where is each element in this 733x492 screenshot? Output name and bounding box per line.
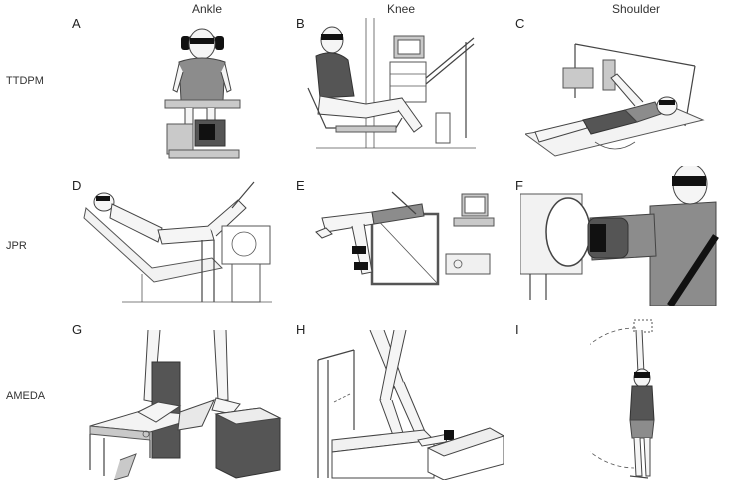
panel-label-g: G [72,322,83,337]
panel-label-b: B [296,16,305,31]
panel-label-d: D [72,178,82,193]
column-header-ankle: Ankle [192,2,223,16]
blindfold-icon [659,100,675,105]
row-header-ttdpm: TTDPM [6,75,44,87]
panel-i-shoulder-ameda-illustration [590,316,680,486]
blindfold-icon [634,372,650,378]
panel-label-a: A [72,16,81,31]
column-header-shoulder: Shoulder [612,2,661,16]
row-header-jpr: JPR [6,240,27,252]
row-header-ameda: AMEDA [6,390,46,402]
blindfold-icon [190,38,214,44]
panel-g-ankle-ameda-illustration [84,330,284,480]
panel-b-knee-ttdpm-illustration [306,18,496,158]
blindfold-icon [321,34,343,40]
panel-label-h: H [296,322,306,337]
column-header-knee: Knee [387,2,416,16]
blindfold-icon [96,196,110,201]
panel-label-e: E [296,178,305,193]
blindfold-icon [672,176,706,186]
panel-label-f: F [515,178,523,193]
panel-label-c: C [515,16,525,31]
panel-f-shoulder-jpr-illustration [520,166,720,306]
panel-a-ankle-ttdpm-illustration [155,20,250,160]
panel-d-ankle-jpr-illustration [82,178,282,306]
panel-c-shoulder-ttdpm-illustration [525,38,705,163]
panel-e-knee-jpr-illustration [312,184,502,296]
panel-h-knee-ameda-illustration [314,330,504,480]
panel-label-i: I [515,322,519,337]
